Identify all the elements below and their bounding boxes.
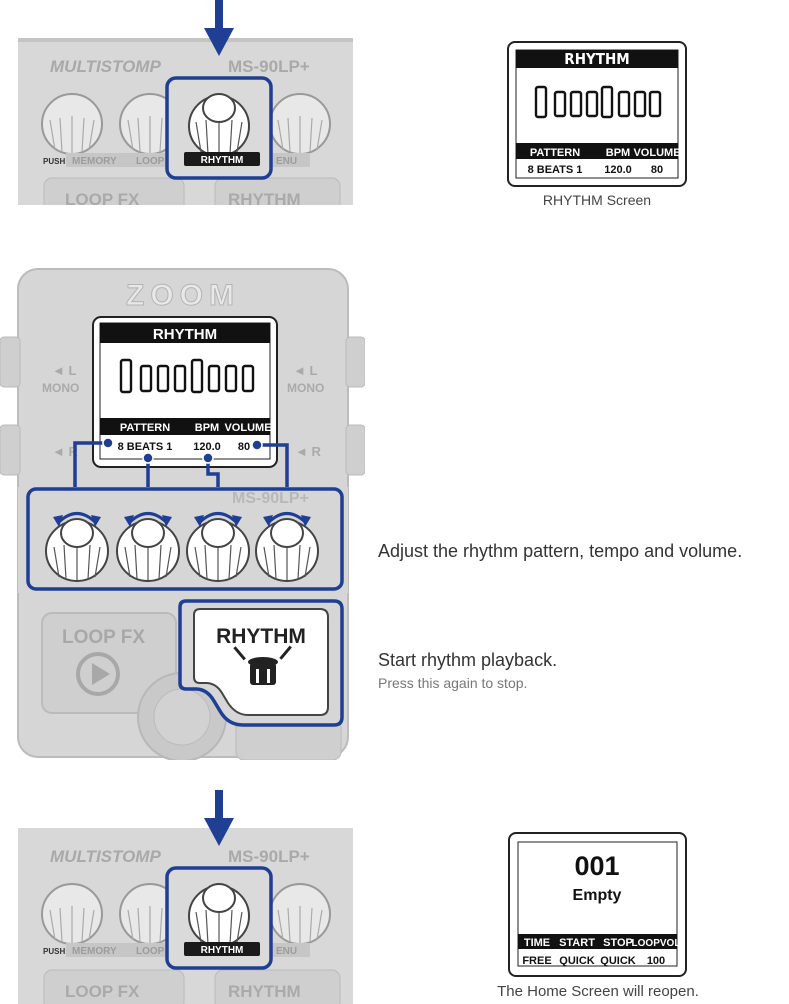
home-screen: 001 Empty TIME START STOP LOOPVOL FREE Q…	[508, 832, 687, 977]
home-value-stop: QUICK	[600, 955, 636, 967]
home-value-time: FREE	[522, 955, 551, 967]
model-label: MS-90LP+	[228, 57, 310, 76]
left-mono-label: MONO	[42, 381, 79, 395]
right-mono-label: MONO	[287, 381, 324, 395]
home-value-loopvol: 100	[647, 955, 665, 967]
bottom-rhythm-knob-label: RHYTHM	[201, 945, 244, 956]
bottom-loopfx-label: LOOP FX	[65, 190, 140, 205]
home-header-time: TIME	[524, 937, 550, 949]
bottom-rhythm-label: RHYTHM	[228, 190, 301, 205]
down-arrow-icon	[204, 0, 234, 56]
main-pattern-header: PATTERN	[120, 422, 170, 434]
loop-label: LOOP	[136, 156, 165, 167]
main-bpm-header: BPM	[195, 422, 219, 434]
main-device-illustration: ZOOM ◄ L MONO ◄ R ◄ L MONO ◄ R RHYTHM PA…	[0, 268, 365, 760]
bottom-loop-label: LOOP	[136, 946, 165, 957]
right-r-label: ◄ R	[295, 444, 321, 459]
top-panel-illustration: MULTISTOMP MS-90LP+ PUSH MEMORY LOOP ENU…	[18, 0, 353, 205]
rhythm-knob-label: RHYTHM	[201, 155, 244, 166]
brand-label: MULTISTOMP	[50, 57, 161, 76]
volume-header: VOLUME	[633, 147, 680, 159]
main-screen-title: RHYTHM	[153, 326, 217, 343]
volume-value: 80	[651, 164, 663, 176]
bottom-brand-label: MULTISTOMP	[50, 847, 161, 866]
pattern-value: 8 BEATS 1	[528, 164, 583, 176]
home-patch-name: Empty	[573, 887, 622, 904]
menu-label: ENU	[276, 156, 297, 167]
start-instruction: Start rhythm playback.	[378, 650, 558, 670]
bpm-header: BPM	[606, 147, 630, 159]
rotate-arrow-icon	[57, 512, 307, 524]
rhythm-screen-title: RHYTHM	[564, 50, 629, 68]
main-pattern-value: 8 BEATS 1	[118, 441, 173, 453]
bottom2-rhythm-label: RHYTHM	[228, 982, 301, 1001]
home-screen-caption: The Home Screen will reopen.	[497, 983, 699, 1000]
home-value-start: QUICK	[559, 955, 595, 967]
bottom2-loopfx-label: LOOP FX	[65, 982, 140, 1001]
knob-instruction: Adjust the rhythm pattern, tempo and vol…	[378, 541, 743, 561]
home-header-start: START	[559, 937, 595, 949]
main-beat-indicators	[119, 358, 255, 394]
zoom-logo: ZOOM	[126, 279, 240, 312]
home-header-loopvol: LOOPVOL	[632, 938, 681, 949]
rhythm-button-label: RHYTHM	[216, 625, 306, 648]
bottom-memory-label: MEMORY	[72, 946, 117, 957]
push-label: PUSH	[43, 157, 65, 166]
memory-label: MEMORY	[72, 156, 117, 167]
bottom-push-label: PUSH	[43, 947, 65, 956]
main-bpm-value: 120.0	[193, 441, 221, 453]
bottom-menu-label: ENU	[276, 946, 297, 957]
beat-indicators	[534, 85, 662, 119]
stop-instruction: Press this again to stop.	[378, 675, 528, 691]
home-header-stop: STOP	[603, 937, 633, 949]
left-l-label: ◄ L	[52, 363, 76, 378]
rhythm-screen: RHYTHM PATTERN BPM VOLUME 8 BEATS 1 120.…	[507, 41, 687, 187]
right-l-label: ◄ L	[293, 363, 317, 378]
strip-model-text: MS-90LP+	[232, 490, 309, 507]
bottom-model-label: MS-90LP+	[228, 847, 310, 866]
main-volume-header: VOLUME	[224, 422, 271, 434]
loop-fx-label: LOOP FX	[62, 627, 145, 648]
pattern-header: PATTERN	[530, 147, 580, 159]
knob-highlight-box	[26, 487, 344, 591]
knob-group	[45, 518, 319, 582]
rhythm-screen-caption: RHYTHM Screen	[542, 192, 652, 208]
home-patch-number: 001	[574, 851, 619, 881]
bottom-panel-illustration: MULTISTOMP MS-90LP+ PUSH MEMORY LOOP ENU…	[18, 790, 353, 1004]
bottom-down-arrow-icon	[204, 790, 234, 846]
main-volume-value: 80	[238, 441, 250, 453]
left-r-label: ◄ R	[52, 444, 78, 459]
bpm-value: 120.0	[604, 164, 632, 176]
